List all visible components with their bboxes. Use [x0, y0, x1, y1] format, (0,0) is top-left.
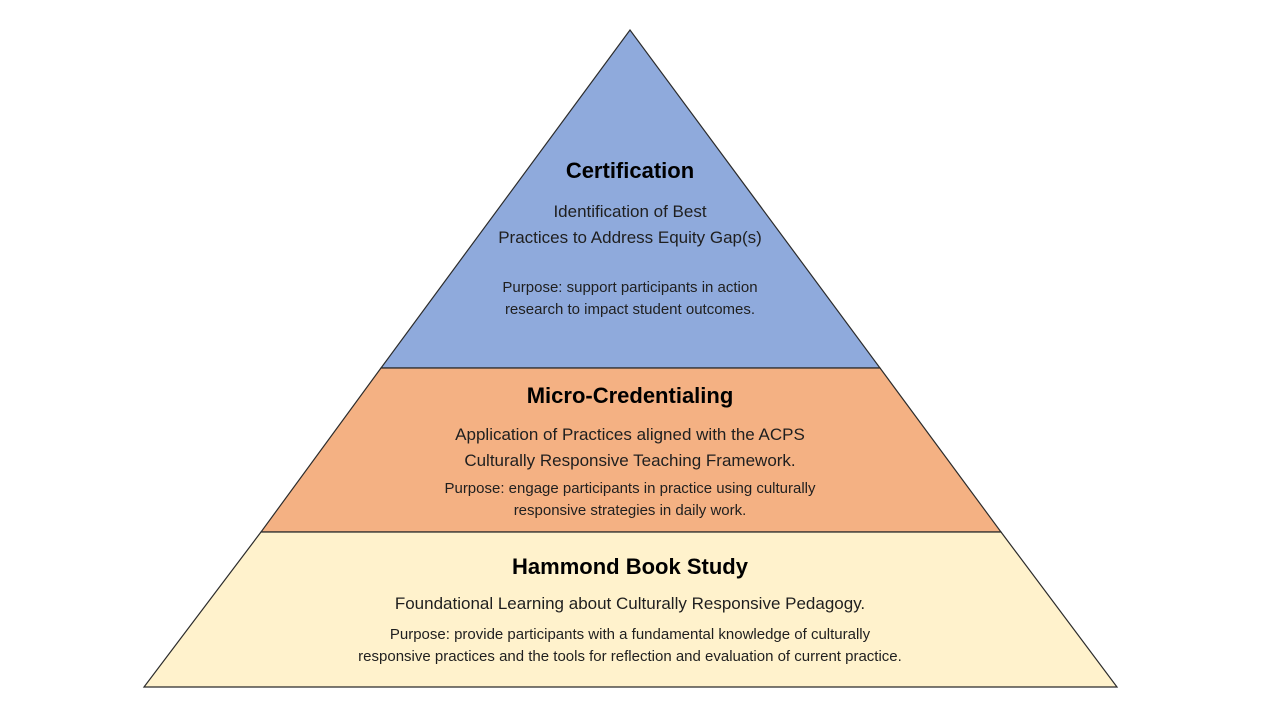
micro-credentialing-title: Micro-Credentialing [526, 383, 734, 408]
micro-credentialing-description: Application of Practices aligned with th… [455, 425, 805, 470]
hammond-book-study-purpose: Purpose: provide participants with a fun… [358, 626, 902, 665]
certification-description: Identification of Best Practices to Addr… [498, 202, 762, 247]
certification-purpose: Purpose: support participants in action … [502, 279, 758, 318]
certification-title: Certification [565, 158, 695, 183]
micro-credentialing-purpose: Purpose: engage participants in practice… [444, 480, 816, 519]
hammond-book-study-title: Hammond Book Study [512, 554, 748, 579]
hammond-book-study-description: Foundational Learning about Culturally R… [394, 594, 866, 613]
hammond-book-study-tier-shape [142, 531, 1119, 688]
